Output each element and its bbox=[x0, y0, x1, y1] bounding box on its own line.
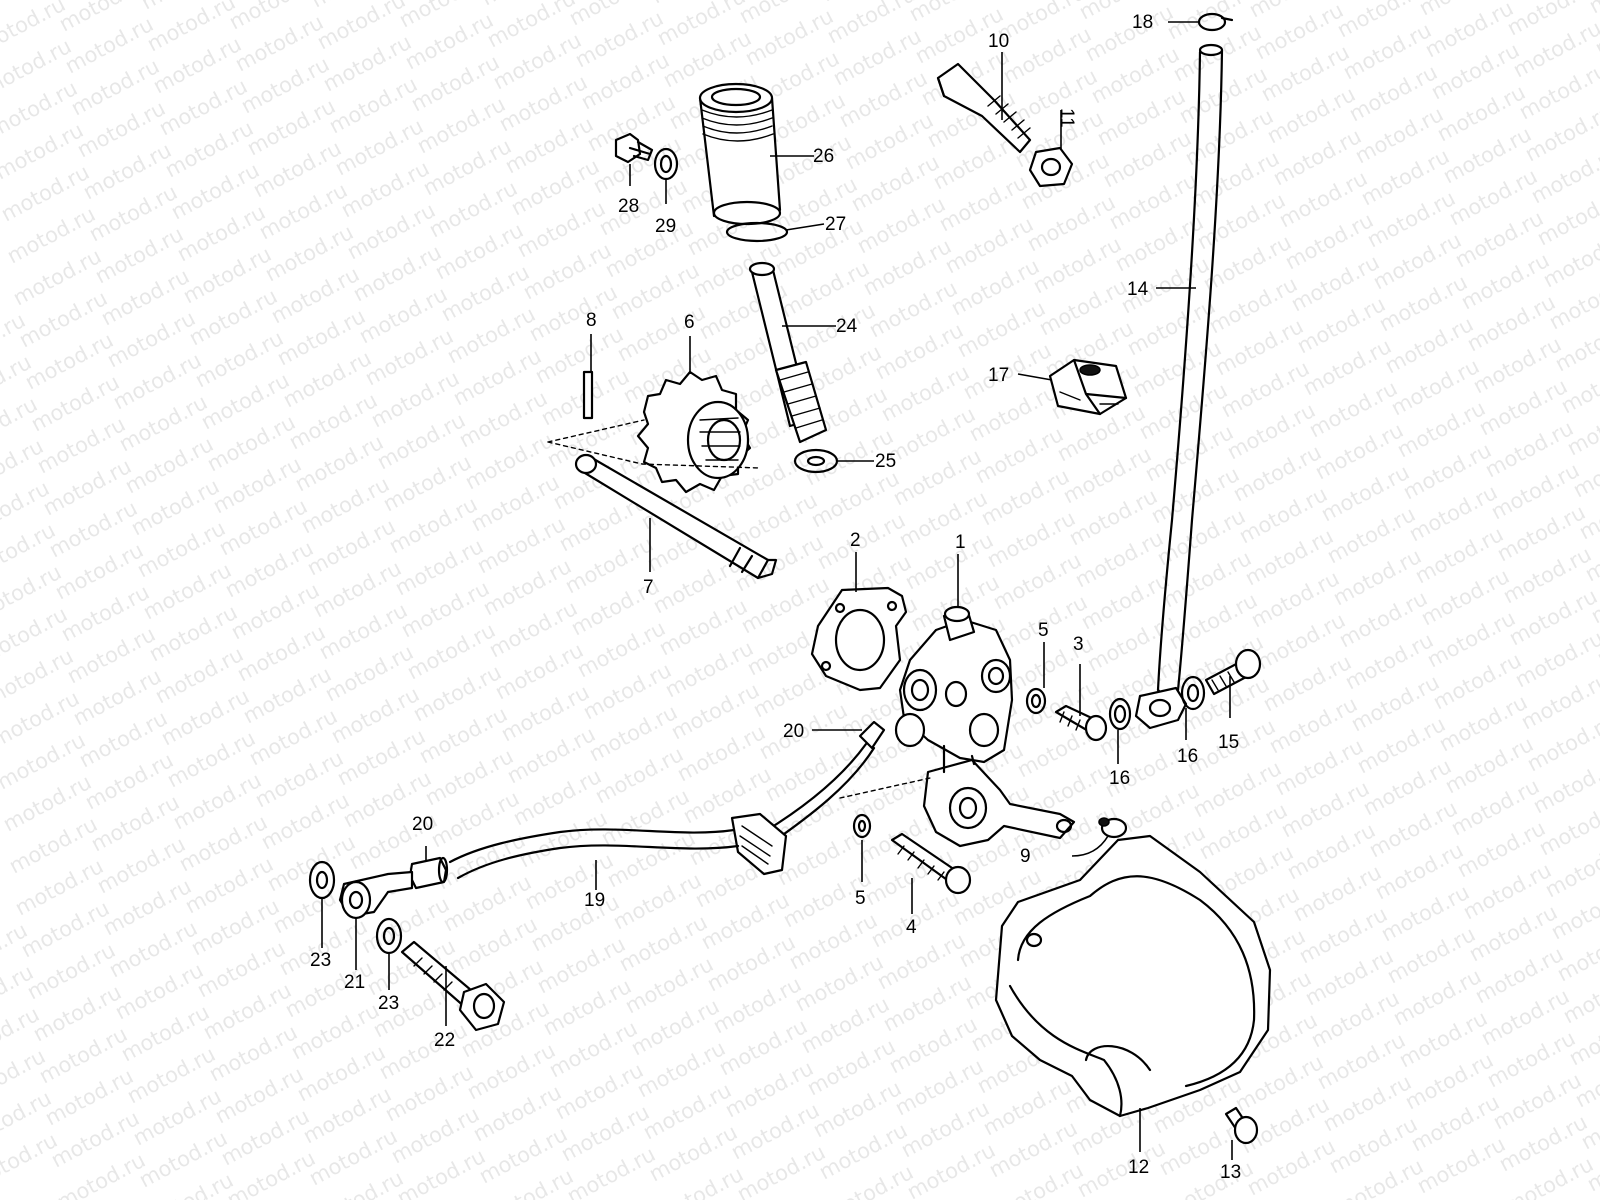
callout-13: 13 bbox=[1220, 1162, 1241, 1183]
part-11-nut bbox=[1028, 146, 1074, 188]
part-25-washer bbox=[793, 448, 839, 474]
callout-19: 19 bbox=[584, 890, 605, 911]
part-1-oil-pump bbox=[894, 605, 1076, 848]
watermark-text: motod.ru bbox=[1585, 0, 1600, 18]
part-18-clip bbox=[1197, 12, 1234, 32]
part-24-drive-shaft bbox=[748, 261, 828, 444]
leader-lines bbox=[321, 21, 1233, 1160]
callout-3: 3 bbox=[1073, 634, 1084, 655]
callout-10: 10 bbox=[988, 31, 1009, 52]
part-13-screw bbox=[1224, 1106, 1259, 1145]
part-3-screw bbox=[1054, 704, 1108, 742]
part-5-washer-b bbox=[852, 813, 872, 839]
callout-5-lower: 5 bbox=[855, 888, 866, 909]
callout-27: 27 bbox=[825, 214, 846, 235]
callout-15: 15 bbox=[1218, 732, 1239, 753]
callout-22: 22 bbox=[434, 1030, 455, 1051]
part-6-gear bbox=[636, 370, 752, 494]
callout-23-right: 23 bbox=[378, 993, 399, 1014]
callout-21: 21 bbox=[344, 972, 365, 993]
part-16-washer-b bbox=[1180, 675, 1206, 711]
callout-5-upper: 5 bbox=[1038, 620, 1049, 641]
part-26-pipe bbox=[698, 82, 782, 226]
part-17-grommet bbox=[1048, 358, 1128, 416]
part-14-hose bbox=[1156, 43, 1224, 697]
part-16-washer-a bbox=[1108, 697, 1132, 731]
part-2-gasket bbox=[810, 586, 908, 692]
part-19-oil-pipe bbox=[448, 742, 876, 880]
part-15-bolt bbox=[1204, 648, 1262, 696]
part-5-washer-a bbox=[1025, 687, 1047, 715]
callout-18: 18 bbox=[1132, 12, 1153, 33]
part-29-washer bbox=[653, 147, 679, 181]
hose-banjo-fitting bbox=[1134, 686, 1188, 730]
callout-1: 1 bbox=[955, 532, 966, 553]
callout-29: 29 bbox=[655, 216, 676, 237]
part-20-joint-lower bbox=[408, 856, 449, 890]
callout-20-lower: 20 bbox=[412, 814, 433, 835]
callout-16-left: 16 bbox=[1109, 768, 1130, 789]
part-22-banjo-bolt bbox=[400, 940, 506, 1032]
callout-12: 12 bbox=[1128, 1157, 1149, 1178]
callout-20-upper: 20 bbox=[783, 721, 804, 742]
callout-16-right: 16 bbox=[1177, 746, 1198, 767]
part-9-grommet bbox=[1098, 817, 1128, 839]
part-28-screw bbox=[614, 132, 654, 164]
part-20-joint-upper bbox=[858, 720, 886, 750]
callout-28: 28 bbox=[618, 196, 639, 217]
callout-4: 4 bbox=[906, 917, 917, 938]
callout-24: 24 bbox=[836, 316, 858, 337]
part-7-shaft bbox=[574, 453, 778, 580]
callout-14: 14 bbox=[1127, 279, 1149, 300]
callout-25: 25 bbox=[875, 451, 896, 472]
callout-26: 26 bbox=[813, 146, 834, 167]
part-27-o-ring bbox=[725, 221, 789, 243]
part-23-washer-b bbox=[375, 917, 403, 955]
callout-8: 8 bbox=[586, 310, 597, 331]
callouts: 26 27 28 29 10 11 18 14 17 24 25 8 6 7 2… bbox=[310, 12, 1241, 1183]
part-4-screw bbox=[890, 832, 972, 895]
callout-11: 11 bbox=[1056, 108, 1077, 128]
part-12-cover bbox=[994, 834, 1272, 1118]
callout-23-left: 23 bbox=[310, 950, 331, 971]
callout-17: 17 bbox=[988, 365, 1009, 386]
callout-9: 9 bbox=[1020, 846, 1031, 867]
callout-6: 6 bbox=[684, 312, 695, 333]
part-8-pin bbox=[582, 370, 594, 420]
callout-7: 7 bbox=[643, 577, 654, 598]
callout-2: 2 bbox=[850, 530, 861, 551]
